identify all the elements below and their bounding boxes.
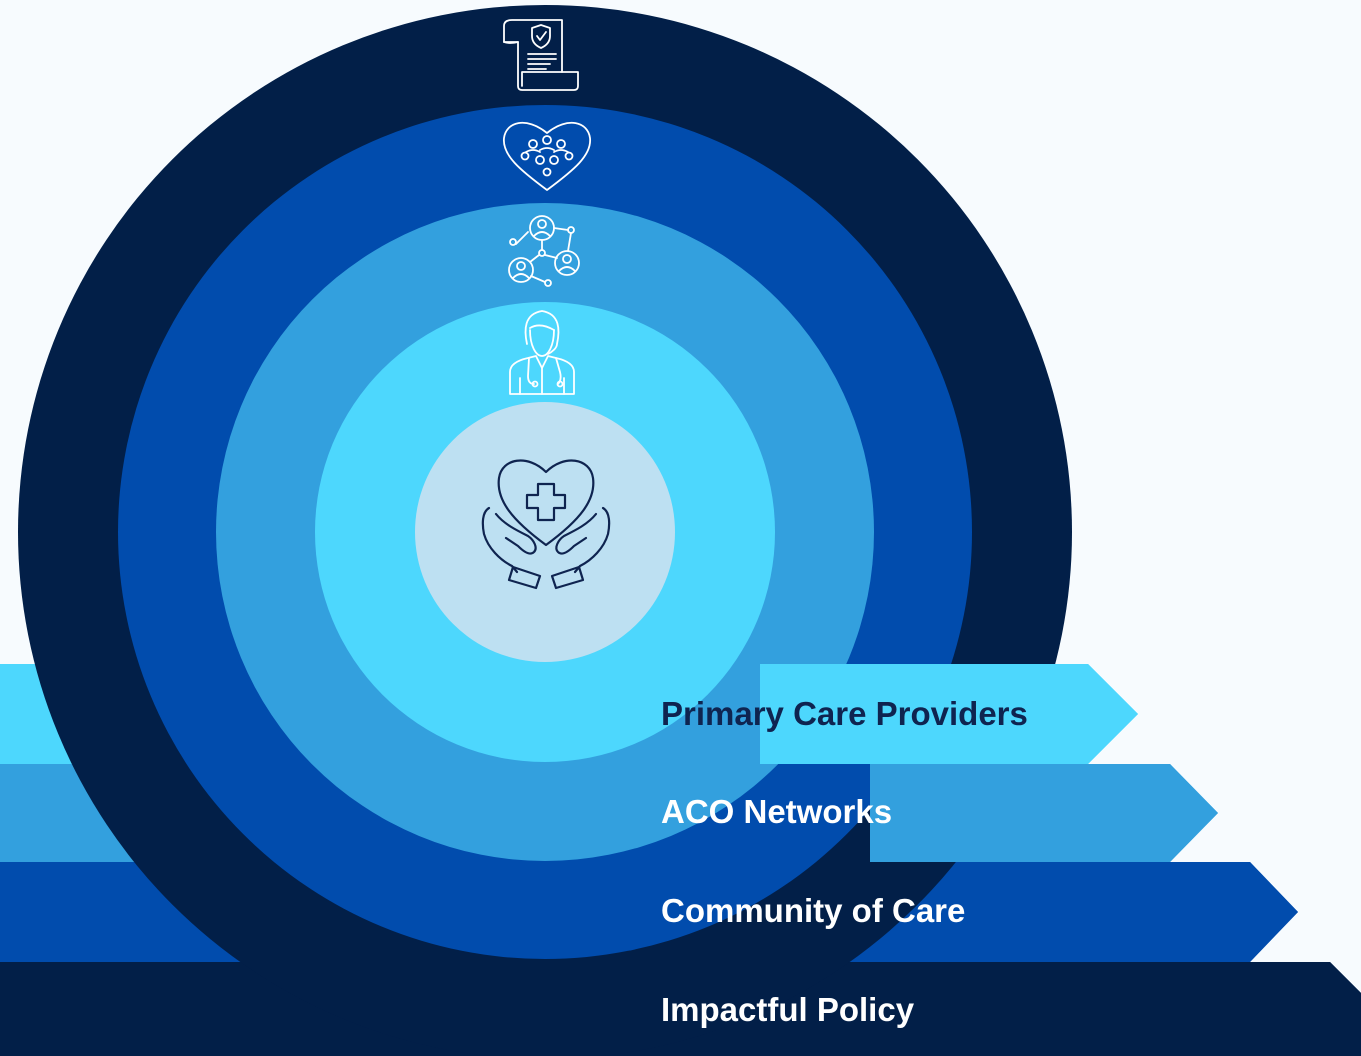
band-primary-care-front: [760, 664, 1138, 764]
band-community-of-care-front: [960, 862, 1298, 962]
core-circle: [415, 402, 675, 662]
hands-heart-cross-icon: [481, 459, 611, 590]
band-impactful-policy-front: [900, 962, 1361, 1056]
heart-community-icon: [503, 121, 591, 191]
policy-document-icon: [503, 19, 579, 91]
label-community-of-care: Community of Care: [661, 892, 966, 929]
network-people-icon: [508, 215, 580, 287]
band-aco-networks-front: [870, 764, 1218, 862]
doctor-icon: [509, 310, 575, 395]
label-primary-care-providers: Primary Care Providers: [661, 695, 1028, 732]
label-impactful-policy: Impactful Policy: [661, 991, 915, 1028]
label-aco-networks: ACO Networks: [661, 793, 893, 830]
